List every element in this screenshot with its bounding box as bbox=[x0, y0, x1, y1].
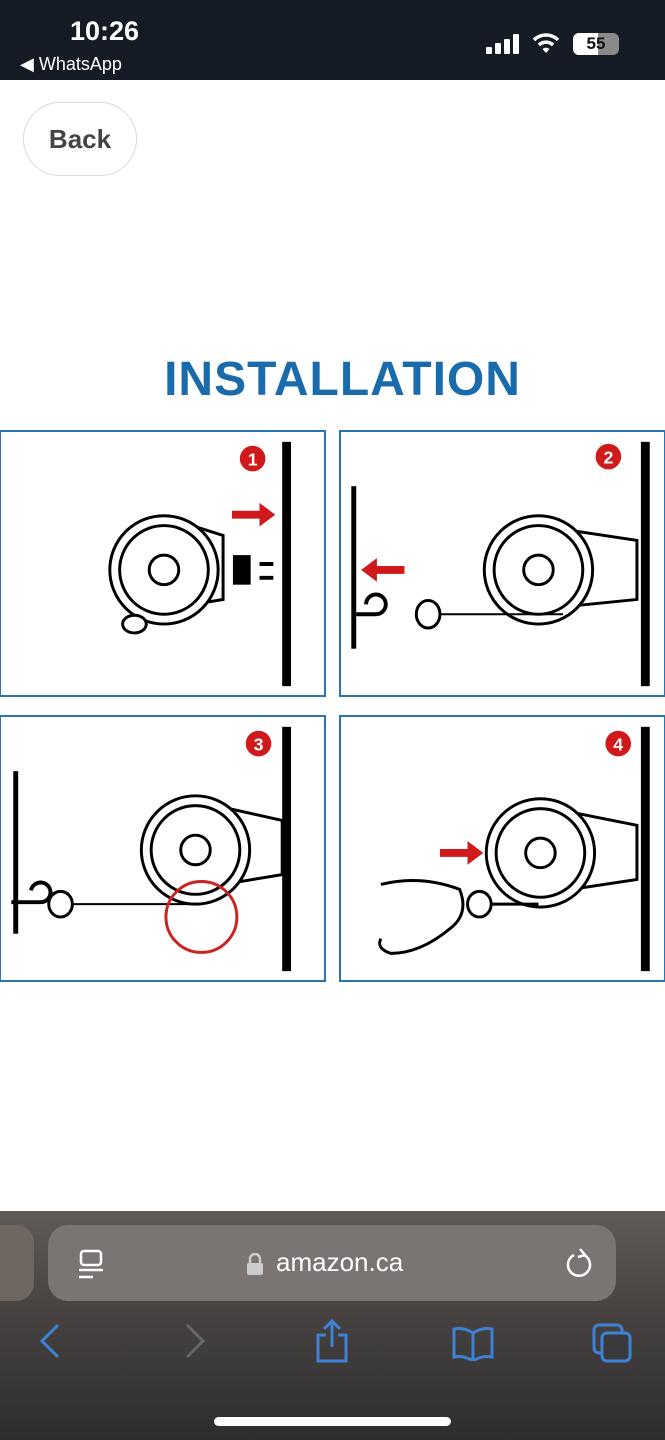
installation-step-1: 1 bbox=[0, 430, 326, 697]
battery-level: 55 bbox=[586, 34, 606, 53]
browser-toolbar: amazon.ca bbox=[0, 1211, 665, 1440]
step-1-illustration: 1 bbox=[108, 441, 292, 687]
clock: 10:26 bbox=[70, 16, 140, 46]
lock-icon bbox=[247, 1253, 263, 1275]
back-arrow-icon[interactable] bbox=[38, 1323, 62, 1359]
wifi-icon bbox=[532, 33, 560, 53]
tabs-icon[interactable] bbox=[592, 1323, 634, 1365]
address-bar[interactable]: amazon.ca bbox=[48, 1225, 616, 1301]
home-indicator[interactable] bbox=[214, 1417, 451, 1426]
forward-arrow-icon[interactable] bbox=[183, 1323, 207, 1359]
installation-step-3: 3 bbox=[0, 715, 326, 982]
cellular-signal-icon bbox=[486, 34, 519, 54]
svg-text:1: 1 bbox=[248, 449, 258, 469]
bookmarks-icon[interactable] bbox=[452, 1325, 494, 1361]
share-icon[interactable] bbox=[314, 1319, 350, 1363]
reload-icon[interactable] bbox=[564, 1247, 594, 1279]
installation-step-2: 2 bbox=[339, 430, 665, 697]
step-2-illustration: 2 bbox=[351, 441, 650, 687]
svg-text:3: 3 bbox=[254, 734, 264, 754]
installation-step-4: 4 bbox=[339, 715, 665, 982]
back-to-app-link[interactable]: ◀ WhatsApp bbox=[20, 54, 122, 74]
back-button[interactable]: Back bbox=[23, 102, 137, 176]
svg-text:2: 2 bbox=[603, 448, 613, 468]
previous-tab-preview[interactable] bbox=[0, 1225, 34, 1301]
svg-text:4: 4 bbox=[613, 734, 623, 754]
back-app-label: WhatsApp bbox=[38, 54, 122, 74]
step-4-illustration: 4 bbox=[378, 726, 650, 972]
step-3-illustration: 3 bbox=[11, 726, 292, 972]
page-menu-icon[interactable] bbox=[78, 1249, 104, 1279]
status-bar: 10:26 ◀ WhatsApp 55 bbox=[0, 0, 665, 80]
battery-icon: 55 bbox=[573, 33, 619, 55]
url-text: amazon.ca bbox=[276, 1247, 404, 1277]
page-title: INSTALLATION bbox=[164, 353, 521, 406]
